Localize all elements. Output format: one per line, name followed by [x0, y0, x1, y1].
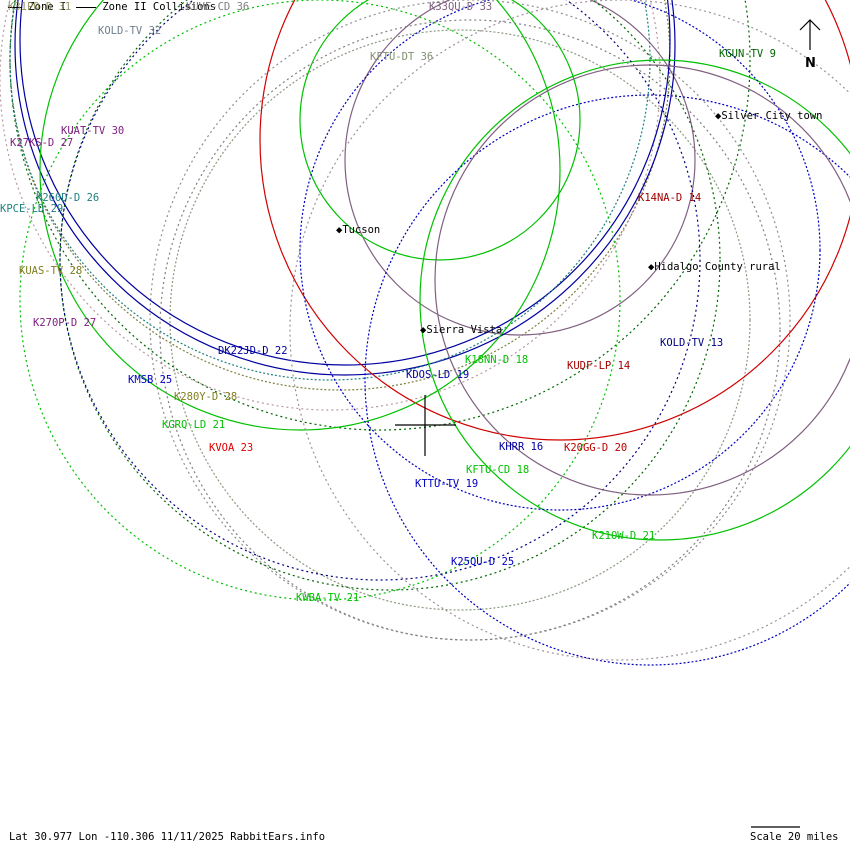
- contour-k20gg: [434, 64, 850, 496]
- legend-zone1-swatch: [8, 6, 22, 8]
- station-label[interactable]: KWBA-TV 21: [296, 592, 360, 604]
- station-label[interactable]: K31PO-D 31: [8, 1, 72, 13]
- station-label[interactable]: KPCE-LD 29: [0, 203, 64, 215]
- station-label[interactable]: KGUN-TV 9: [719, 48, 776, 60]
- contour-k31po: [9, 0, 671, 391]
- legend-zone2-swatch: [76, 6, 96, 8]
- north-arrow-icon: [799, 19, 821, 50]
- scale-label: Scale 20 miles: [750, 831, 839, 843]
- contour-kttu: [59, 0, 701, 581]
- station-label[interactable]: KOLD-TV 13: [660, 337, 724, 349]
- city-name: Silver City town: [721, 110, 823, 122]
- station-label[interactable]: KDOS-LD 19: [406, 369, 470, 381]
- contour-kdos: [299, 0, 821, 511]
- north-label: N: [805, 56, 816, 71]
- station-label[interactable]: KFTU-DT 36: [370, 51, 434, 63]
- contour-k33qu: [344, 0, 696, 336]
- legend-zone2-row: Zone II Collisions: [76, 1, 216, 13]
- station-label[interactable]: K18NN-D 18: [465, 354, 529, 366]
- station-label[interactable]: KMSB 25: [128, 374, 173, 386]
- legend-zone1: Zone I: [28, 1, 67, 13]
- city-name: Tucson: [342, 224, 381, 236]
- contour-kgrq: [39, 0, 561, 431]
- station-label[interactable]: K33QU-D 33: [429, 1, 493, 13]
- city-name: Hidalgo County rural: [654, 261, 781, 273]
- station-label[interactable]: DK22JD-D 22: [218, 345, 288, 357]
- contour-kold13: [159, 19, 781, 641]
- station-label[interactable]: KUDF-LP 14: [567, 360, 631, 372]
- station-label[interactable]: K25QU-D 25: [451, 556, 515, 568]
- station-label[interactable]: KUAS-TV 28: [19, 265, 83, 277]
- station-label[interactable]: K270P-D 27: [33, 317, 97, 329]
- legend: Zone I: [8, 1, 66, 13]
- contour-kwba: [19, 0, 621, 601]
- station-label[interactable]: K14NA-D 14: [638, 192, 702, 204]
- station-label[interactable]: KHRR 16: [499, 441, 544, 453]
- contour-kftu-dt: [169, 29, 751, 611]
- contour-k260d: [9, 0, 651, 381]
- station-label[interactable]: KFTU-CD 18: [466, 464, 530, 476]
- coordinates-readout: Lat 30.977 Lon -110.306 11/11/2025 Rabbi…: [9, 831, 326, 843]
- city-marker[interactable]: ◆Hidalgo County rural: [648, 261, 781, 273]
- station-label[interactable]: K20GG-D 20: [564, 442, 628, 454]
- station-label[interactable]: K280Y-D 28: [174, 391, 238, 403]
- city-marker[interactable]: ◆Silver City town: [715, 110, 823, 122]
- station-label[interactable]: KGRQ-LD 21: [162, 419, 226, 431]
- city-marker[interactable]: ◆Tucson: [336, 224, 381, 236]
- contour-kpce: [59, 0, 721, 591]
- city-name: Sierra Vista: [426, 324, 503, 336]
- location-crosshair: [395, 395, 456, 456]
- contour-kuat: [289, 0, 850, 661]
- station-label[interactable]: K21OW-D 21: [592, 530, 656, 542]
- contour-kvoa: [259, 0, 850, 441]
- station-label[interactable]: K260D-D 26: [36, 192, 100, 204]
- station-label[interactable]: KTTU-TV 19: [415, 478, 479, 490]
- station-label[interactable]: K27KS-D 27: [10, 137, 74, 149]
- city-marker[interactable]: ◆Sierra Vista: [420, 324, 503, 336]
- contour-kgun: [9, 0, 751, 431]
- contour-tucson-blue-1: [19, 0, 671, 366]
- station-label[interactable]: KOLD-TV 32: [98, 25, 162, 37]
- contour-kuve: [149, 0, 791, 641]
- station-label[interactable]: KUVE-CD 36: [186, 1, 250, 13]
- station-label[interactable]: KVOA 23: [209, 442, 254, 454]
- contour-k18nn: [299, 0, 581, 261]
- legend-zone2: Zone II Collisions: [102, 1, 217, 13]
- station-label[interactable]: KUAT-TV 30: [61, 125, 125, 137]
- contour-kold32: [0, 0, 661, 411]
- contour-k21ow: [419, 59, 850, 541]
- contour-tucson-blue-2: [14, 0, 676, 376]
